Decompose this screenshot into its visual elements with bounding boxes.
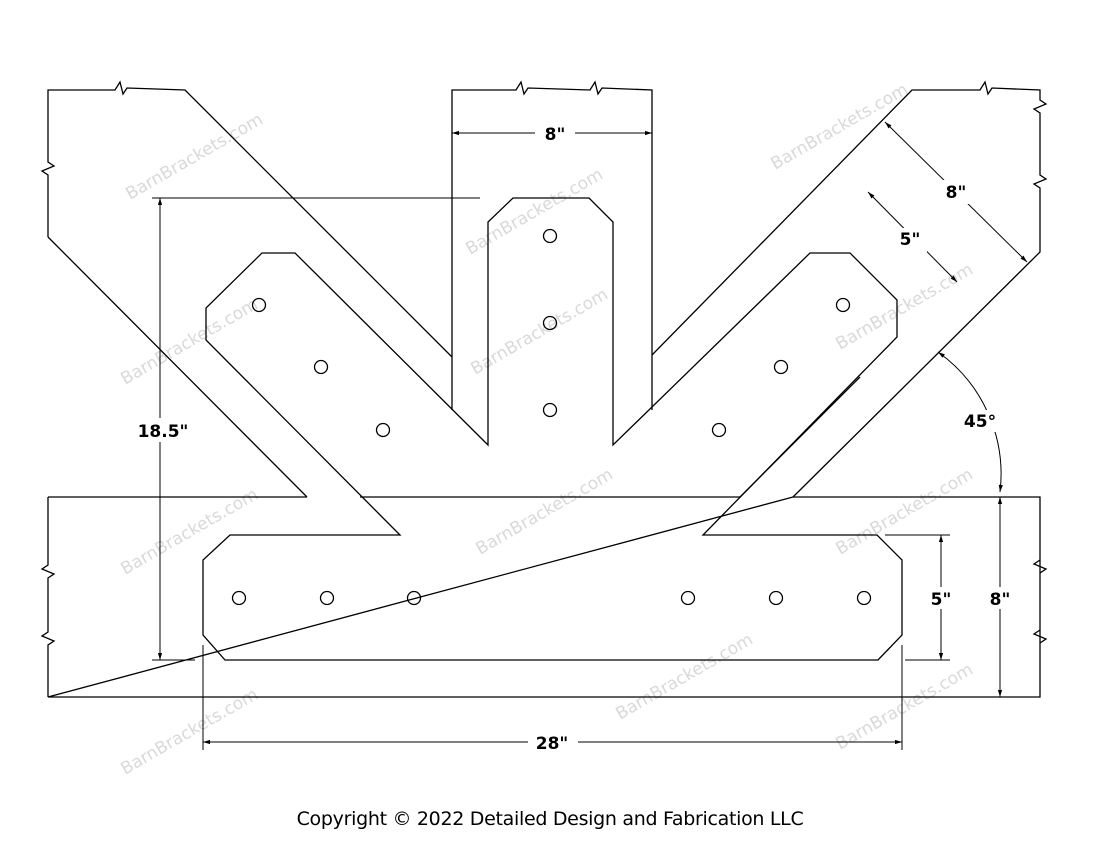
watermark: BarnBrackets.com	[468, 285, 612, 380]
bolt-hole	[711, 422, 727, 438]
bolt-hole	[375, 422, 391, 438]
bolt-hole	[319, 590, 335, 606]
bolt-hole	[835, 297, 851, 313]
dim-diagonal-beam-width: 8"	[946, 183, 967, 203]
bracket-plate	[202, 197, 903, 661]
watermark: BarnBrackets.com	[118, 685, 262, 780]
bolt-hole	[231, 590, 247, 606]
watermark: BarnBrackets.com	[463, 165, 607, 260]
copyright-notice: Copyright © 2022 Detailed Design and Fab…	[296, 808, 804, 830]
bolt-hole	[406, 590, 422, 606]
bolt-holes	[231, 228, 872, 606]
dimension-labels: 8" 18.5" 28" 5" 8" 8" 5" 45°	[125, 122, 1017, 754]
bolt-hole	[768, 590, 784, 606]
dim-bottom-plate-height: 5"	[931, 590, 952, 610]
bolt-hole	[313, 359, 329, 375]
right-diagonal-beam	[651, 80, 1048, 498]
bolt-hole	[251, 297, 267, 313]
bottom-beam	[40, 496, 1048, 698]
watermark: BarnBrackets.com	[833, 260, 977, 355]
watermarks: BarnBrackets.comBarnBrackets.comBarnBrac…	[118, 80, 977, 780]
watermark: BarnBrackets.com	[833, 660, 977, 755]
watermark: BarnBrackets.com	[123, 110, 267, 205]
dimension-lines	[152, 121, 1028, 750]
dim-post-width: 8"	[545, 125, 566, 145]
watermark: BarnBrackets.com	[833, 465, 977, 560]
watermark: BarnBrackets.com	[118, 485, 262, 580]
bolt-hole	[856, 590, 872, 606]
left-diagonal-beam	[40, 80, 453, 498]
dim-overall-height: 18.5"	[138, 422, 189, 442]
dim-beam-height: 8"	[990, 590, 1011, 610]
dim-angle: 45°	[964, 412, 996, 432]
dim-overall-width: 28"	[536, 734, 569, 754]
bolt-hole	[542, 315, 558, 331]
dim-diagonal-plate-width: 5"	[900, 230, 921, 250]
bolt-hole	[680, 590, 696, 606]
center-post	[451, 80, 653, 410]
bolt-hole	[773, 359, 789, 375]
watermark: BarnBrackets.com	[473, 465, 617, 560]
bolt-hole	[542, 402, 558, 418]
watermark: BarnBrackets.com	[613, 630, 757, 725]
bolt-hole	[542, 228, 558, 244]
